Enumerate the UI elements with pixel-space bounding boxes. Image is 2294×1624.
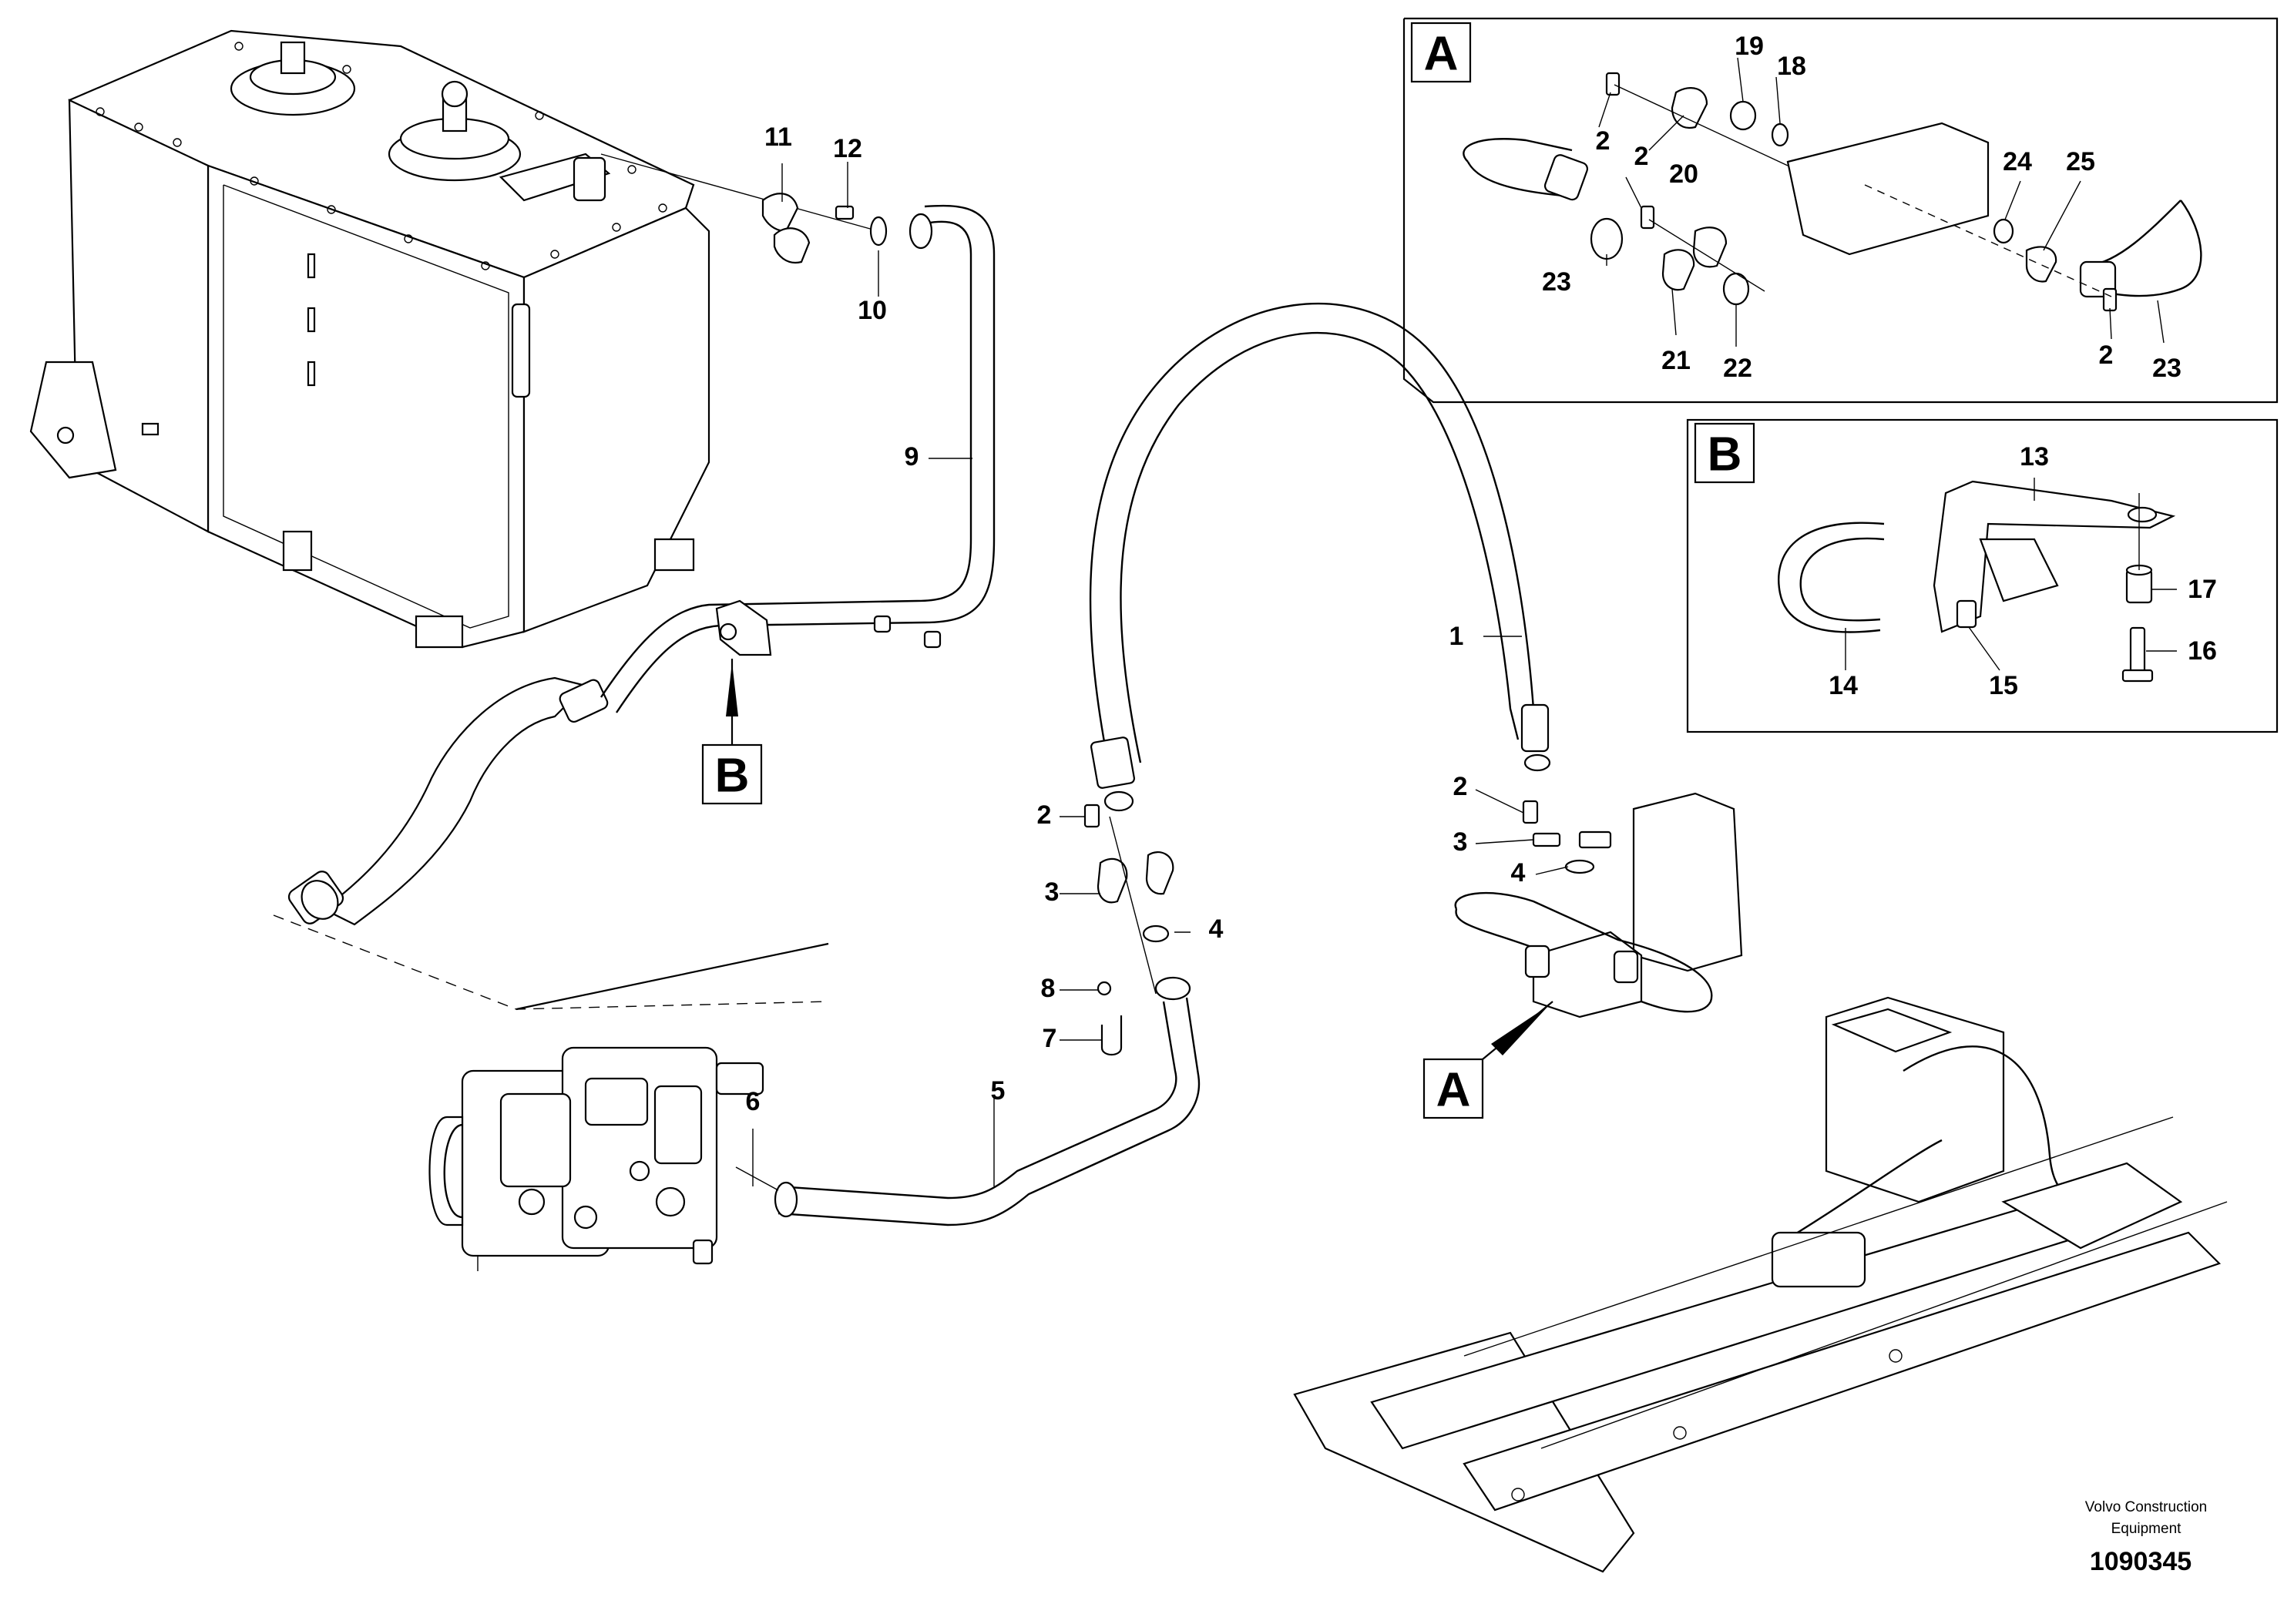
detail-box-a: A [1402,17,2279,404]
callout-a-18: 18 [1777,52,1806,81]
reference-box-a: A [1422,1001,1553,1119]
leader-lines [752,57,2177,1186]
tank-outlet-flange [600,153,888,264]
reference-a-label: A [1436,1064,1471,1117]
vehicle-frame-overview [1293,996,2228,1573]
callout-b-13: 13 [2020,442,2049,471]
pipe-9 [600,204,996,713]
callouts-detail-a: 2 2 20 19 18 23 21 22 24 25 2 23 [1542,32,2181,383]
valve-block-assembly [1454,792,1743,1018]
middle-fittings [1083,804,1174,1056]
callout-5: 5 [991,1076,1006,1106]
callouts-main: 11 12 10 9 1 2 3 4 8 7 5 6 2 3 4 [746,122,1526,1116]
callout-a-21: 21 [1661,346,1691,375]
callout-b-15: 15 [1989,671,2018,700]
callout-a-23-left: 23 [1542,267,1571,297]
suction-hose [287,676,609,926]
callout-4-block: 4 [1511,858,1526,887]
callout-b-16: 16 [2188,636,2217,666]
callout-a-25: 25 [2066,147,2095,176]
callout-1: 1 [1449,622,1464,651]
callout-a-2-mid: 2 [1634,142,1649,171]
hose-1 [1089,302,1551,812]
callout-a-2-top: 2 [1596,126,1611,156]
detail-b-label: B [1708,428,1742,481]
callout-b-17: 17 [2188,575,2217,604]
detail-box-b: B [1686,418,2279,733]
callout-6: 6 [746,1087,761,1116]
hydraulic-tank [29,29,710,649]
drawing-number: 1090345 [2090,1547,2192,1576]
callout-2-middle: 2 [1037,800,1052,830]
footer-branding: Volvo Construction Equipment 1090345 [2085,1499,2207,1576]
brand-line-2: Equipment [2111,1521,2182,1537]
callout-7: 7 [1043,1024,1057,1053]
callout-8: 8 [1041,974,1056,1003]
callout-3-middle: 3 [1045,877,1060,907]
brand-line-1: Volvo Construction [2085,1499,2207,1515]
callout-3-block: 3 [1453,827,1468,857]
detail-a-label: A [1424,28,1459,81]
reference-box-b: B [701,659,763,805]
callout-a-20: 20 [1669,159,1698,189]
callout-10: 10 [858,296,887,325]
tank-bolts [96,42,667,270]
callout-a-2-right: 2 [2099,341,2114,370]
callouts-detail-b: 13 14 15 16 17 [1829,442,2217,700]
callout-a-23-right: 23 [2152,354,2181,383]
callout-b-14: 14 [1829,671,1858,700]
callout-a-19: 19 [1735,32,1764,61]
callout-2-block: 2 [1453,772,1468,801]
detail-a-label-box [1410,22,1472,83]
callout-4-middle: 4 [1209,914,1224,944]
pipe-5 [735,976,1201,1226]
callout-9: 9 [905,442,919,471]
callout-11: 11 [764,122,792,152]
reference-b-label: B [715,750,750,803]
callout-a-24: 24 [2003,147,2032,176]
callout-12: 12 [833,134,862,163]
detail-b-label-box [1694,422,1755,484]
hydraulic-pump [428,1046,764,1271]
callout-a-22: 22 [1723,354,1752,383]
